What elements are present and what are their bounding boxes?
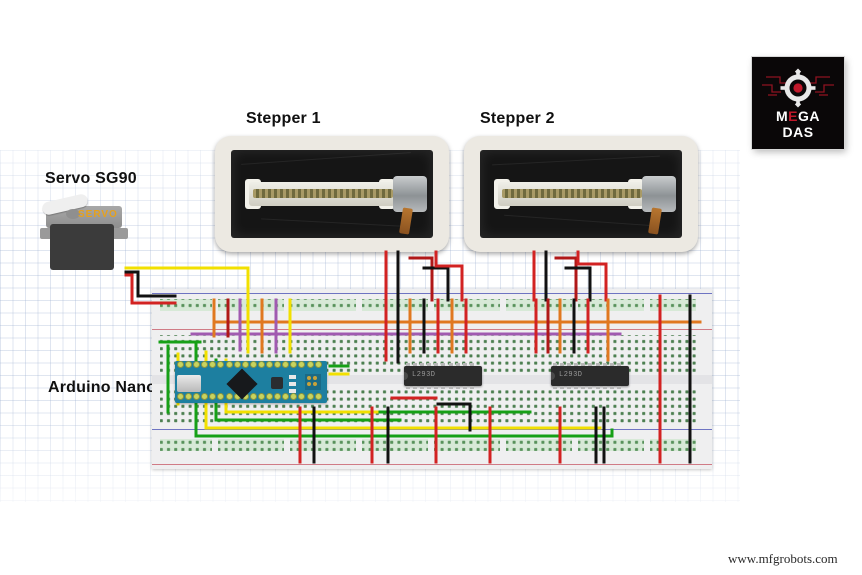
chip-notch <box>404 372 408 380</box>
nano-header-top <box>178 362 324 370</box>
arduino-nano <box>175 361 327 403</box>
chip-notch <box>551 372 555 380</box>
logo-e-accent: E <box>788 108 798 124</box>
mega-das-logo: MEGA DAS <box>752 57 844 149</box>
servo-brand-text: SERVO <box>78 209 118 220</box>
label-arduino-nano: Arduino Nano <box>48 379 157 396</box>
logo-ga: GA <box>798 108 820 124</box>
nano-led-rx <box>289 389 296 393</box>
stepper-motor-2 <box>464 136 698 252</box>
stepper-motor-1 <box>215 136 449 252</box>
site-watermark: www.mfgrobots.com <box>728 551 838 566</box>
servo-sg90: SERVO <box>40 192 128 276</box>
servo-case <box>50 224 114 270</box>
nano-usb-port <box>177 375 201 392</box>
nano-led-tx <box>289 382 296 386</box>
stepper-photo-2 <box>480 150 682 238</box>
label-stepper-2: Stepper 2 <box>480 110 555 127</box>
stepper-photo-1 <box>231 150 433 238</box>
label-stepper-1: Stepper 1 <box>246 110 321 127</box>
gear-icon <box>762 68 834 108</box>
servo-top-case <box>46 206 122 228</box>
logo-m: M <box>775 108 789 124</box>
logo-das: DAS <box>782 124 814 140</box>
chip-marking-2: L293D <box>559 371 583 379</box>
nano-icsp-header <box>305 374 321 390</box>
nano-reset-button[interactable] <box>271 377 283 389</box>
nano-led-power <box>289 375 296 379</box>
wire-servo-vcc <box>124 273 177 305</box>
servo-mount-right <box>112 228 128 239</box>
wire-servo-gnd <box>124 270 177 298</box>
nano-header-bottom <box>178 394 324 402</box>
servo-mount-left <box>40 228 56 239</box>
logo-wordmark: MEGA DAS <box>752 109 844 139</box>
chip-marking-1: L293D <box>412 371 436 379</box>
servo-output-hub <box>66 209 80 219</box>
l293d-chip-1: L293D <box>404 363 482 389</box>
label-servo: Servo SG90 <box>45 170 137 187</box>
l293d-chip-2: L293D <box>551 363 629 389</box>
